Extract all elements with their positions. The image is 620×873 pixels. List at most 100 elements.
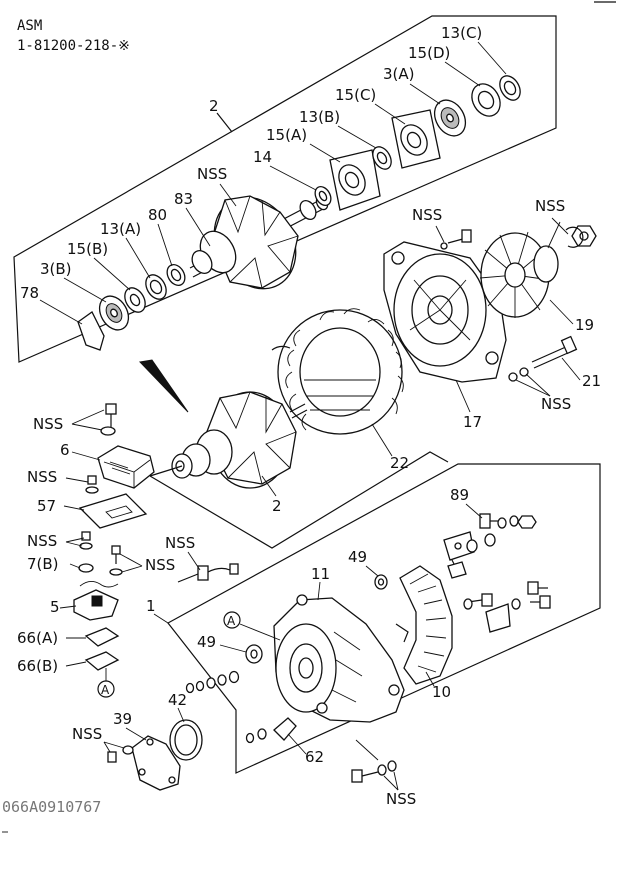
label-10: 10	[432, 683, 451, 701]
leader-nss-cover-b	[103, 741, 125, 749]
spacer-14	[314, 186, 332, 206]
label-13b: 13(B)	[299, 108, 340, 126]
washer-15d	[471, 83, 501, 117]
terminal-62	[245, 717, 297, 744]
label-5: 5	[50, 598, 60, 616]
label-nss-bolt21: NSS	[541, 395, 571, 413]
label-15b: 15(B)	[67, 240, 108, 258]
label-66b: 66(B)	[17, 657, 58, 675]
label-80: 80	[148, 206, 167, 224]
leader-nss-bottom-b	[393, 771, 399, 791]
drawing-code: 066A0910767	[2, 798, 101, 816]
label-1: 1	[146, 597, 156, 615]
plate-15c	[391, 109, 441, 169]
screw-nss-cover	[107, 745, 134, 763]
regulator-6	[97, 445, 155, 489]
label-3b: 3(B)	[40, 260, 72, 278]
bearing-3a	[433, 99, 467, 137]
washer-49-mid	[245, 644, 263, 664]
callout-a-right-letter: A	[227, 614, 236, 628]
nut-washer-row	[185, 670, 240, 694]
lead-wire-nss	[177, 563, 239, 583]
leader-39	[125, 727, 147, 741]
label-2-mid: 2	[272, 497, 282, 515]
leaders-left-column	[59, 409, 143, 667]
leader-49-top	[365, 565, 379, 577]
bolt-89-group	[443, 513, 537, 579]
label-78: 78	[20, 284, 39, 302]
washer-13c	[499, 75, 521, 101]
brush-holder-5	[73, 581, 119, 621]
bolt-group-lower-right	[463, 581, 551, 633]
label-13a: 13(A)	[100, 220, 141, 238]
label-nss-reg: NSS	[33, 415, 63, 433]
retainer-15a	[329, 149, 381, 211]
label-22: 22	[390, 454, 409, 472]
label-nss-wire: NSS	[165, 534, 195, 552]
label-nss-bottom: NSS	[386, 790, 416, 808]
leader-89	[465, 503, 483, 519]
label-nss-7b-a: NSS	[27, 532, 57, 550]
label-15a: 15(A)	[266, 126, 307, 144]
label-14: 14	[253, 148, 272, 166]
screw-nss-7b-b	[109, 545, 123, 576]
leader-nss-cover-a	[103, 741, 111, 753]
callout-a-right	[223, 611, 241, 629]
label-7b: 7(B)	[27, 555, 59, 573]
label-nss-fan2: NSS	[535, 197, 565, 215]
leader-callout-a-right	[239, 623, 281, 641]
rear-housing-11	[273, 594, 405, 723]
screw-nss-7b-a	[79, 531, 93, 550]
leader-2-top	[216, 112, 233, 133]
leaders-housing	[435, 217, 581, 413]
label-3a: 3(A)	[383, 65, 415, 83]
label-49-top: 49	[348, 548, 367, 566]
label-nss-cover: NSS	[72, 725, 102, 743]
label-nss-fan1: NSS	[412, 206, 442, 224]
label-11: 11	[311, 565, 330, 583]
assembly-part-number: 1-81200-218-※	[17, 38, 130, 54]
rectifier-10	[395, 565, 453, 685]
insulator-66b	[84, 651, 120, 671]
label-nss-rotor: NSS	[197, 165, 227, 183]
label-6: 6	[60, 441, 70, 459]
washer-15b	[124, 287, 146, 313]
washer-49-top	[374, 574, 388, 590]
label-2-top: 2	[209, 97, 219, 115]
label-15c: 15(C)	[335, 86, 376, 104]
insulator-66a	[84, 627, 120, 647]
label-42: 42	[168, 691, 187, 709]
label-83: 83	[174, 190, 193, 208]
plate-78	[77, 311, 105, 351]
washer-13a	[145, 274, 167, 300]
leader-49-mid	[219, 644, 247, 653]
rotor-assembly-top	[189, 195, 329, 290]
leader-62	[287, 733, 307, 755]
fan-19	[479, 231, 559, 318]
rotor-group-outline	[13, 15, 557, 363]
label-17: 17	[463, 413, 482, 431]
bolt-nss-fan	[440, 229, 472, 250]
bolt-nss-bottom	[351, 739, 397, 783]
leader-22	[371, 423, 393, 457]
washer-7b	[78, 563, 94, 573]
bearing-3b	[98, 295, 130, 331]
leader-11	[317, 581, 321, 601]
label-89: 89	[450, 486, 469, 504]
label-39: 39	[113, 710, 132, 728]
rectifier-group-outline	[167, 463, 601, 774]
leader-10	[425, 671, 435, 687]
label-49-mid: 49	[197, 633, 216, 651]
leader-nss-bottom-a	[383, 775, 399, 791]
leader-42	[177, 707, 185, 723]
leader-nss-wire	[187, 551, 201, 571]
label-13c: 13(C)	[441, 24, 482, 42]
plate-57	[78, 493, 148, 529]
rotor-bracket	[149, 451, 449, 549]
label-57: 57	[37, 497, 56, 515]
screw-nss-regulator	[100, 403, 117, 436]
label-21: 21	[582, 372, 601, 390]
housing-17	[383, 241, 507, 383]
label-66a: 66(A)	[17, 629, 58, 647]
